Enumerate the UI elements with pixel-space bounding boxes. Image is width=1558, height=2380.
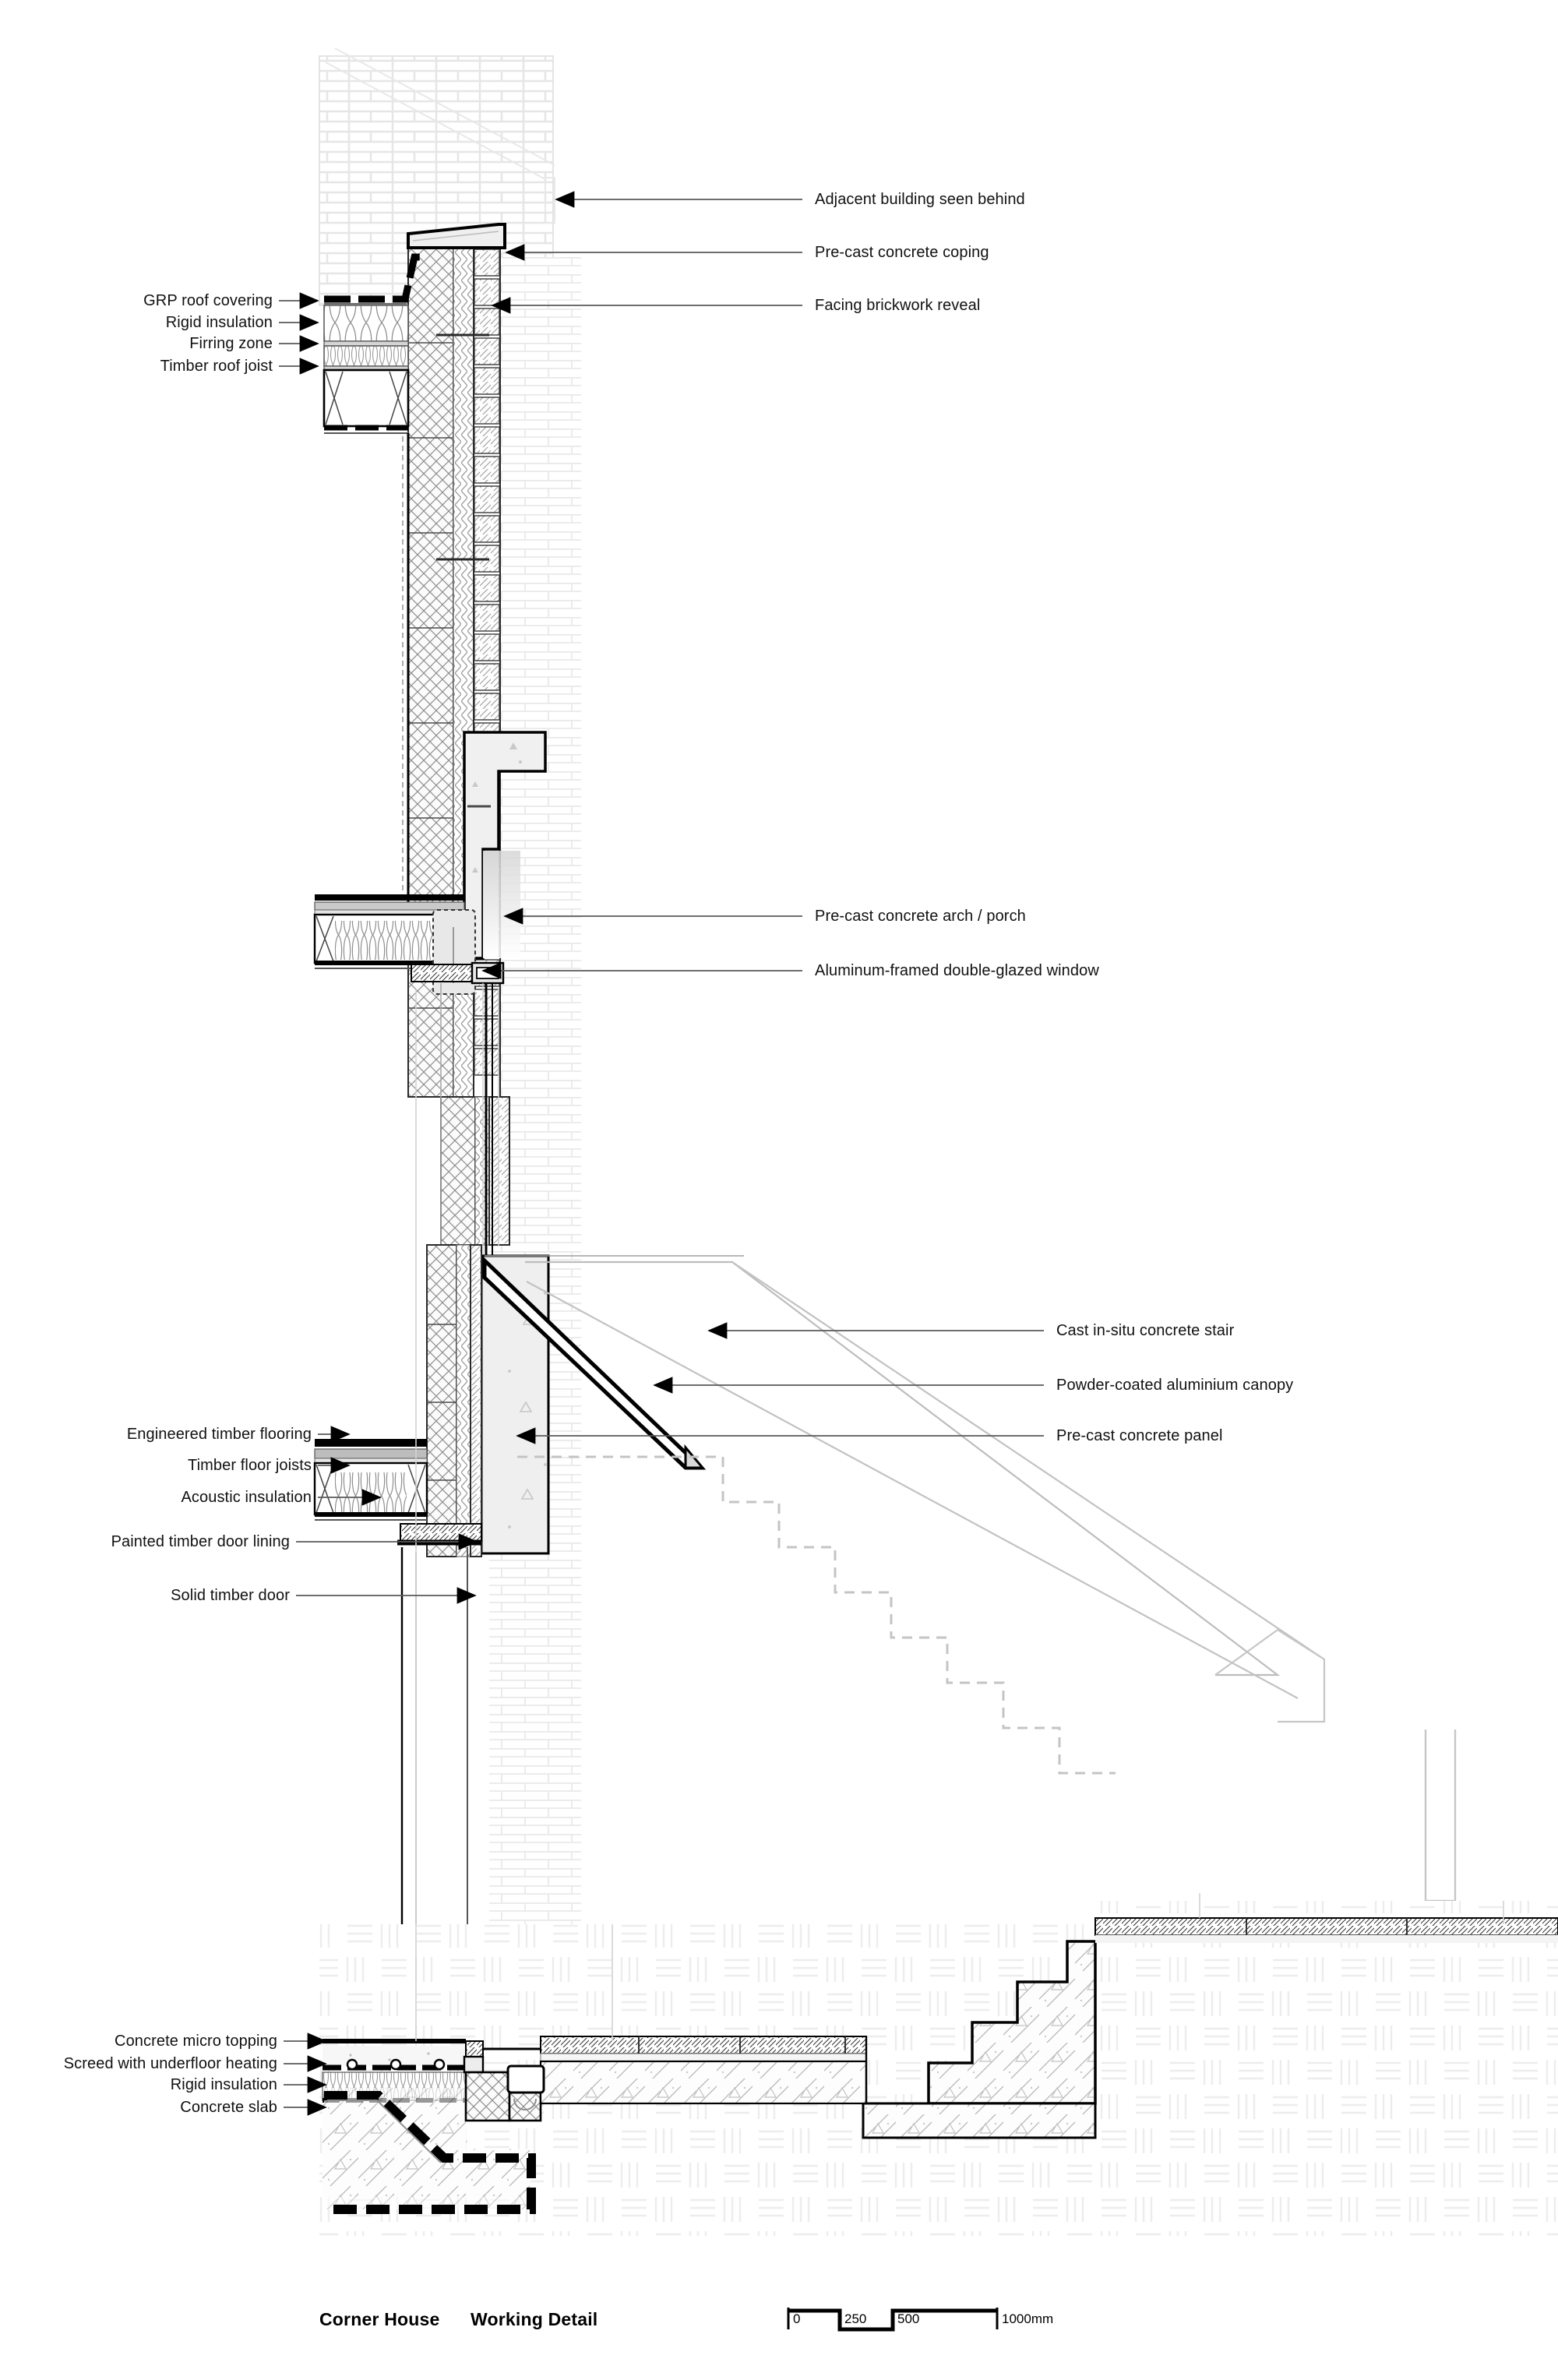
label-timber-roof-joist: Timber roof joist	[160, 358, 273, 375]
precast-concrete-coping	[407, 223, 506, 249]
label-precast-concrete-arch: Pre-cast concrete arch / porch	[815, 908, 1026, 925]
scale-tick-1000: 1000mm	[1002, 2311, 1054, 2326]
label-grp-roof-covering: GRP roof covering	[143, 292, 273, 309]
label-firring-zone: Firring zone	[189, 335, 273, 352]
aluminium-framed-double-glazed-window	[411, 909, 505, 1285]
label-screed-underfloor-heating: Screed with underfloor heating	[63, 2055, 277, 2072]
precast-concrete-arch-porch	[463, 731, 547, 960]
label-concrete-slab: Concrete slab	[180, 2099, 277, 2116]
scale-tick-500: 500	[897, 2311, 920, 2326]
label-adjacent-building: Adjacent building seen behind	[815, 191, 1025, 208]
scale-tick-250: 250	[844, 2311, 867, 2326]
drawing-title: Working Detail	[471, 2309, 598, 2329]
label-facing-brickwork-reveal: Facing brickwork reveal	[815, 297, 981, 314]
label-aluminium-framed-window: Aluminum-framed double-glazed window	[815, 962, 1099, 979]
label-cast-insitu-concrete-stair: Cast in-situ concrete stair	[1056, 1322, 1235, 1339]
label-powder-coated-canopy: Powder-coated aluminium canopy	[1056, 1377, 1294, 1394]
roof-construction	[323, 253, 421, 434]
label-rigid-insulation-roof: Rigid insulation	[165, 314, 273, 331]
foundation	[323, 2088, 536, 2214]
underfloor-heating-pipe	[346, 2058, 446, 2071]
label-precast-concrete-panel: Pre-cast concrete panel	[1056, 1427, 1223, 1444]
label-engineered-timber-flooring: Engineered timber flooring	[126, 1426, 312, 1443]
project-title: Corner House	[319, 2309, 440, 2329]
ground-upper-floor-construction	[313, 1439, 428, 1521]
scale-tick-0: 0	[793, 2311, 801, 2326]
label-timber-floor-joists: Timber floor joists	[188, 1457, 312, 1474]
external-paving	[1094, 1917, 1558, 1943]
wall-cut-stair-zone	[426, 1244, 482, 1557]
stair-dashed-profile	[517, 1455, 1116, 1775]
leaders-left	[279, 292, 478, 2116]
internal-wall-lining	[402, 433, 410, 904]
label-concrete-micro-topping: Concrete micro topping	[115, 2033, 277, 2050]
cast-insitu-concrete-stair-ghost	[525, 1261, 1457, 1902]
wall-base-threshold	[463, 2036, 868, 2122]
reference-lines	[415, 988, 1504, 2041]
wall-tie	[436, 333, 489, 561]
powder-coated-aluminium-canopy	[482, 1255, 744, 1470]
label-precast-concrete-coping: Pre-cast concrete coping	[815, 244, 989, 261]
label-acoustic-insulation: Acoustic insulation	[181, 1489, 312, 1506]
label-solid-timber-door: Solid timber door	[171, 1587, 290, 1604]
label-painted-timber-door-lining: Painted timber door lining	[111, 1533, 290, 1550]
leaders-right	[481, 191, 1044, 1444]
external-concrete-steps	[862, 1940, 1097, 2139]
label-rigid-insulation-floor: Rigid insulation	[170, 2076, 277, 2093]
scale-bar	[787, 2308, 999, 2332]
